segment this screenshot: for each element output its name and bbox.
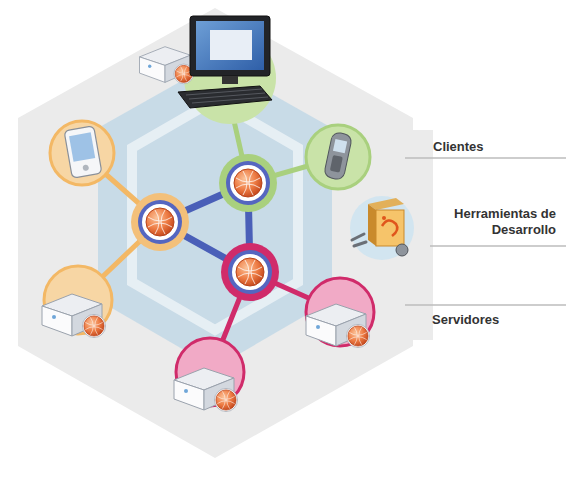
network-hub xyxy=(131,193,189,251)
category-label: Servidores xyxy=(432,312,552,328)
network-hub xyxy=(221,243,279,301)
desktop-computer xyxy=(140,16,273,108)
leader-line xyxy=(405,304,566,306)
inner-hexagon-outline xyxy=(132,100,298,330)
background-hexagon xyxy=(18,8,413,458)
mobile-phone xyxy=(323,131,352,180)
category-label: Clientes xyxy=(433,139,553,155)
dev-tools-box xyxy=(352,198,408,256)
leader-line xyxy=(405,157,566,159)
client-circle xyxy=(50,121,114,185)
tools-circle xyxy=(350,196,414,260)
category-label: Herramientas de Desarrollo xyxy=(452,206,556,238)
network-hub xyxy=(219,154,277,212)
client-circle xyxy=(306,125,370,189)
server-box xyxy=(306,304,370,348)
server-box xyxy=(42,294,106,338)
spoke-lines xyxy=(78,112,340,372)
server-box xyxy=(174,368,238,412)
leader-line xyxy=(430,245,566,247)
pda-device xyxy=(64,126,102,178)
